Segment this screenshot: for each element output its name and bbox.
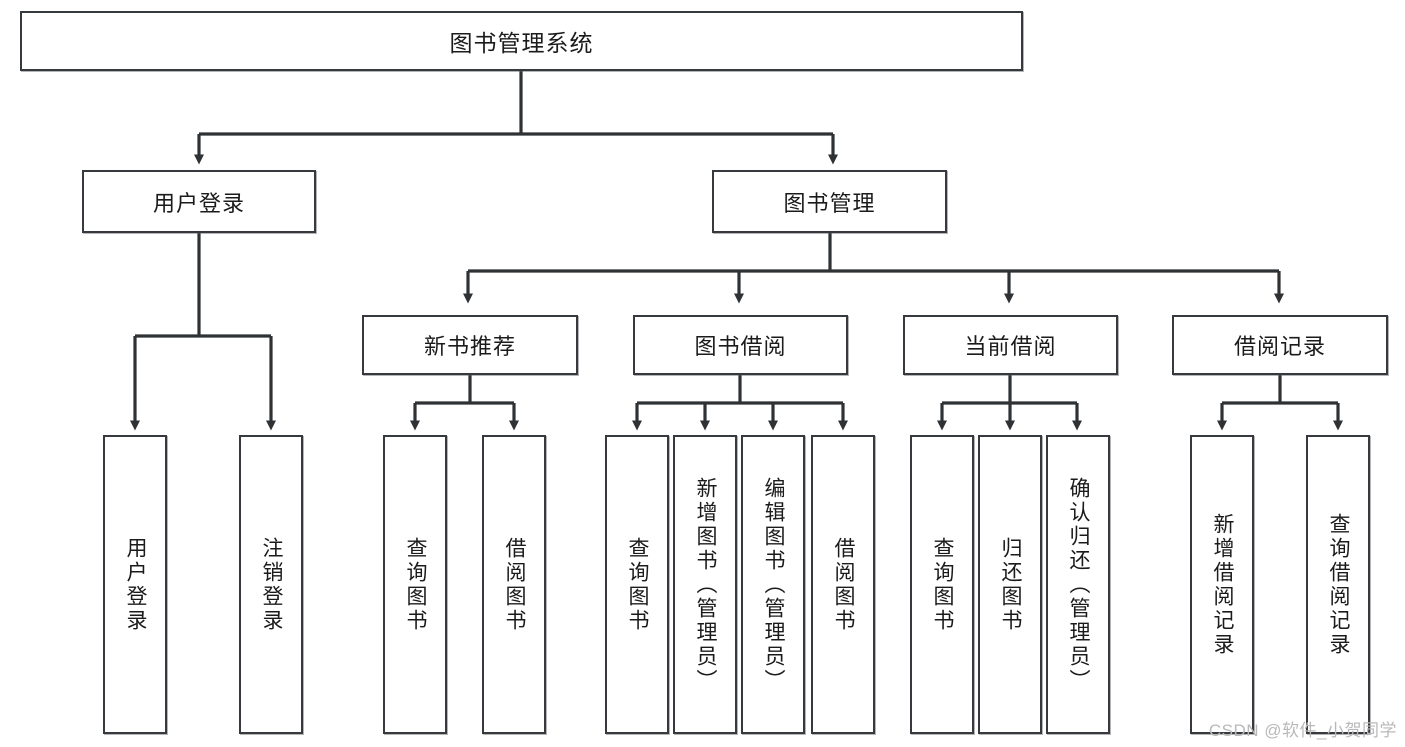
node-root-system[interactable]: 图书管理系统 [20,11,1023,71]
leaf-current-borrow-query[interactable]: 查询图书 [910,435,974,734]
node-user-login[interactable]: 用户登录 [82,170,316,233]
leaf-current-borrow-confirm-return[interactable]: 确认归还（管理员） [1046,435,1110,734]
node-label: 编辑图书（管理员） [762,476,786,693]
node-label: 借阅记录 [1233,334,1326,359]
node-label: 图书管理系统 [449,30,594,56]
leaf-user-login-login[interactable]: 用户登录 [103,435,167,734]
node-book-management[interactable]: 图书管理 [712,170,947,233]
node-label: 查询图书 [931,536,955,633]
node-new-book-recommend[interactable]: 新书推荐 [362,315,578,375]
node-label: 当前借阅 [964,334,1057,359]
node-label: 新增图书（管理员） [694,476,718,693]
node-label: 查询图书 [404,536,428,633]
leaf-new-book-query[interactable]: 查询图书 [383,435,447,734]
leaf-user-login-logout[interactable]: 注销登录 [239,435,303,734]
node-label: 图书借阅 [694,334,787,359]
leaf-book-borrow-query[interactable]: 查询图书 [605,435,669,734]
node-label: 图书管理 [783,190,876,216]
node-book-borrow[interactable]: 图书借阅 [633,315,848,375]
node-label: 查询图书 [626,536,650,633]
node-label: 注销登录 [260,536,284,633]
leaf-new-book-borrow[interactable]: 借阅图书 [482,435,546,734]
leaf-book-borrow-borrow[interactable]: 借阅图书 [811,435,875,734]
node-label: 用户登录 [124,536,148,633]
node-current-borrow[interactable]: 当前借阅 [903,315,1118,375]
node-label: 新增借阅记录 [1211,512,1235,657]
leaf-book-borrow-add[interactable]: 新增图书（管理员） [673,435,737,734]
node-label: 确认归还（管理员） [1067,476,1091,693]
leaf-book-borrow-edit[interactable]: 编辑图书（管理员） [741,435,805,734]
node-label: 用户登录 [152,190,245,216]
leaf-current-borrow-return[interactable]: 归还图书 [978,435,1042,734]
node-label: 新书推荐 [423,334,516,359]
leaf-borrow-record-query[interactable]: 查询借阅记录 [1306,435,1370,734]
node-label: 借阅图书 [503,536,527,633]
csdn-watermark: CSDN @软件_小贺同学 [1208,721,1397,740]
node-label: 归还图书 [999,536,1023,633]
node-label: 借阅图书 [832,536,856,633]
leaf-borrow-record-add[interactable]: 新增借阅记录 [1190,435,1254,734]
node-borrow-record[interactable]: 借阅记录 [1172,315,1388,375]
node-label: 查询借阅记录 [1327,512,1351,657]
